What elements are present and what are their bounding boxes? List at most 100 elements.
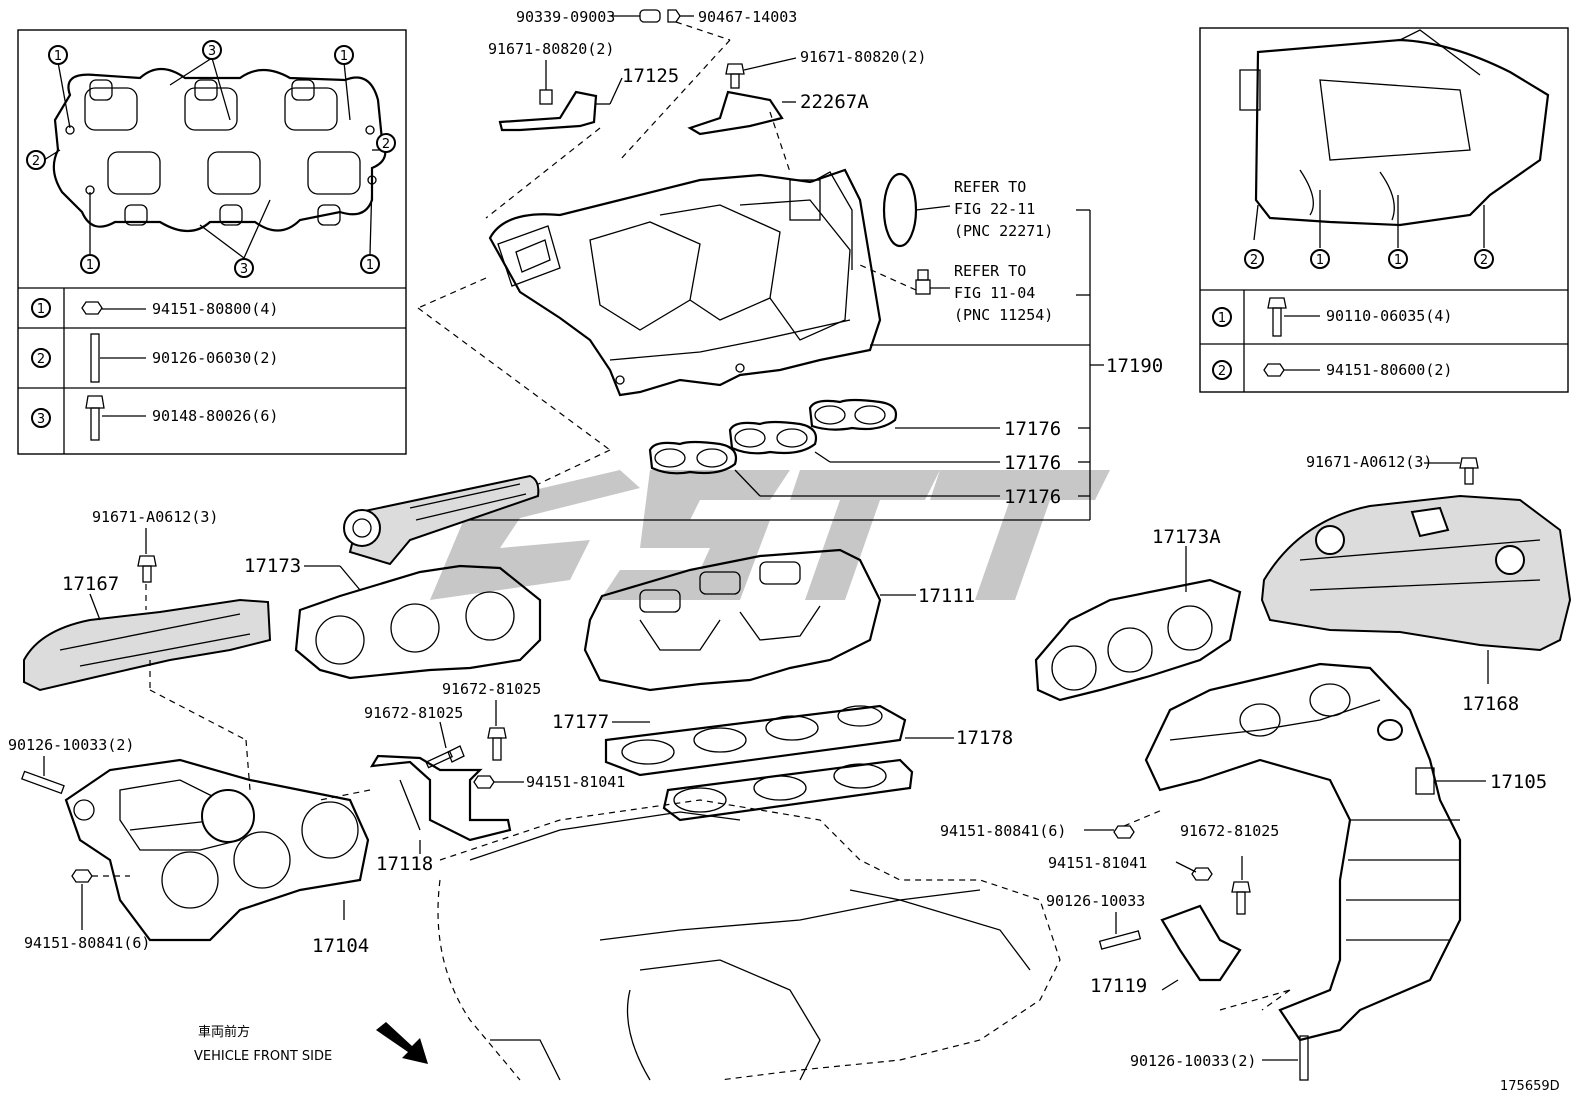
bracket-22267a xyxy=(687,90,784,136)
upper-intake-manifold: REFER TO FIG 22-11 (PNC 22271) REFER TO … xyxy=(410,168,1163,521)
right-table-row-1: 1 90110-06035(4) xyxy=(1212,297,1452,337)
label-17173: 17173 xyxy=(244,555,301,577)
stud-icon xyxy=(21,770,65,795)
svg-text:3: 3 xyxy=(208,44,216,59)
manifold-17190-body xyxy=(488,168,882,397)
stud-icon xyxy=(1299,1035,1309,1081)
bolt-icon xyxy=(1459,457,1479,485)
callout-2-right: 2 xyxy=(376,133,396,153)
label-17178: 17178 xyxy=(956,727,1013,749)
nut-icon xyxy=(1113,825,1135,839)
engine-outline xyxy=(437,799,1061,1081)
label-94151-80841-right: 94151-80841(6) xyxy=(940,822,1066,840)
label-17173a: 17173A xyxy=(1152,526,1221,548)
label-17118: 17118 xyxy=(376,853,433,875)
heat-insulator-17168: 91671-A0612(3) 17168 xyxy=(1260,453,1572,715)
bolt-icon xyxy=(137,555,157,583)
callout-3-bottom: 3 xyxy=(234,258,254,278)
label-17176-c: 17176 xyxy=(1004,486,1061,508)
label-17119: 17119 xyxy=(1090,975,1147,997)
label-17190: 17190 xyxy=(1106,355,1163,377)
top-small-parts: 90339-09003 90467-14003 91671-80820(2) 1… xyxy=(485,8,926,219)
plug-icon xyxy=(639,9,661,23)
left-inset-frame xyxy=(17,29,407,455)
stud-icon xyxy=(1098,930,1142,950)
bolt-icon xyxy=(1231,881,1251,915)
callout-2-left: 2 xyxy=(26,150,46,170)
svg-text:90126-06030(2): 90126-06030(2) xyxy=(152,349,278,367)
exhaust-gasket-17173a: 17173A xyxy=(1034,526,1242,702)
manifold-17111-body xyxy=(583,548,882,692)
manifold-17105-shape xyxy=(1144,662,1462,1042)
label-17176-a: 17176 xyxy=(1004,418,1061,440)
plug-sensor-icon xyxy=(915,269,931,295)
lower-intake-17111: 17111 17177 17178 xyxy=(552,548,1013,822)
callout-1-bottomright: 1 xyxy=(360,254,380,274)
svg-text:1: 1 xyxy=(1316,253,1324,268)
nut-icon xyxy=(1191,867,1213,881)
svg-text:1: 1 xyxy=(37,302,45,317)
left-table-row-2: 2 90126-06030(2) xyxy=(31,333,278,383)
svg-text:2: 2 xyxy=(1250,253,1258,268)
svg-text:2: 2 xyxy=(1218,364,1226,379)
left-inset: 1 3 1 2 2 1 3 1 1 94151-80800(4) 2 90126… xyxy=(17,29,407,455)
oring-gasket xyxy=(882,172,918,248)
right-inset-frame xyxy=(1199,27,1569,393)
bolt-icon xyxy=(487,727,507,761)
label-91671-a0612-left: 91671-A0612(3) xyxy=(92,508,218,526)
bolt-icon xyxy=(425,745,465,769)
label-22267a: 22267A xyxy=(800,91,869,113)
svg-text:2: 2 xyxy=(37,352,45,367)
label-17125: 17125 xyxy=(622,65,679,87)
exhaust-manifold-17104: 90126-10033(2) 94151-80841(6) 17104 xyxy=(8,736,369,957)
label-17104: 17104 xyxy=(312,935,369,957)
refer2-line1: REFER TO xyxy=(954,262,1026,280)
refer1-line1: REFER TO xyxy=(954,178,1026,196)
refer2-line3: (PNC 11254) xyxy=(954,306,1053,324)
svg-text:1: 1 xyxy=(366,258,374,273)
front-arrow-icon xyxy=(376,1022,428,1064)
callout-1-bottomleft: 1 xyxy=(80,254,100,274)
nut-icon xyxy=(473,775,495,789)
callout-3-top: 3 xyxy=(202,40,222,60)
label-91671-80820-right: 91671-80820(2) xyxy=(800,48,926,66)
nut-icon xyxy=(1263,363,1285,377)
label-17105: 17105 xyxy=(1490,771,1547,793)
left-table-row-1: 1 94151-80800(4) xyxy=(31,298,278,318)
right-table-row-2: 2 94151-80600(2) xyxy=(1212,360,1452,380)
label-17111: 17111 xyxy=(918,585,975,607)
label-90126-10033-left: 90126-10033(2) xyxy=(8,736,134,754)
label-94151-81041-right: 94151-81041 xyxy=(1048,854,1147,872)
nut-icon xyxy=(71,869,93,883)
refer2-line2: FIG 11-04 xyxy=(954,284,1035,302)
front-jp-label: 車両前方 xyxy=(198,1024,250,1040)
label-91672-81025-a: 91672-81025 xyxy=(364,704,463,722)
insulator-17167-shape xyxy=(23,598,272,692)
label-90467: 90467-14003 xyxy=(698,8,797,26)
label-17168: 17168 xyxy=(1462,693,1519,715)
svg-text:2: 2 xyxy=(1480,253,1488,268)
label-90339: 90339-09003 xyxy=(516,8,615,26)
label-90126-10033-bottom: 90126-10033(2) xyxy=(1130,1052,1256,1070)
label-91671-a0612-right: 91671-A0612(3) xyxy=(1306,453,1432,471)
bolt-icon xyxy=(85,395,105,441)
right-callout-1a: 1 xyxy=(1310,249,1330,269)
stud-icon xyxy=(90,333,100,383)
label-17177: 17177 xyxy=(552,711,609,733)
svg-text:1: 1 xyxy=(1394,253,1402,268)
right-callout-1b: 1 xyxy=(1388,249,1408,269)
right-callout-2b: 2 xyxy=(1474,249,1494,269)
svg-text:1: 1 xyxy=(86,258,94,273)
exhaust-gasket-17173: 17173 xyxy=(244,555,542,680)
bolt-icon xyxy=(1267,297,1287,337)
callout-1-topright: 1 xyxy=(334,45,354,65)
front-en-label: VEHICLE FRONT SIDE xyxy=(194,1049,332,1064)
bracket-17119: 94151-80841(6) 91672-81025 94151-81041 9… xyxy=(940,809,1309,1081)
label-17167: 17167 xyxy=(62,573,119,595)
left-table-row-3: 3 90148-80026(6) xyxy=(31,395,278,441)
inset-manifold-shape xyxy=(1254,38,1550,227)
svg-text:3: 3 xyxy=(37,412,45,427)
svg-text:1: 1 xyxy=(340,49,348,64)
label-91672-81025-right: 91672-81025 xyxy=(1180,822,1279,840)
